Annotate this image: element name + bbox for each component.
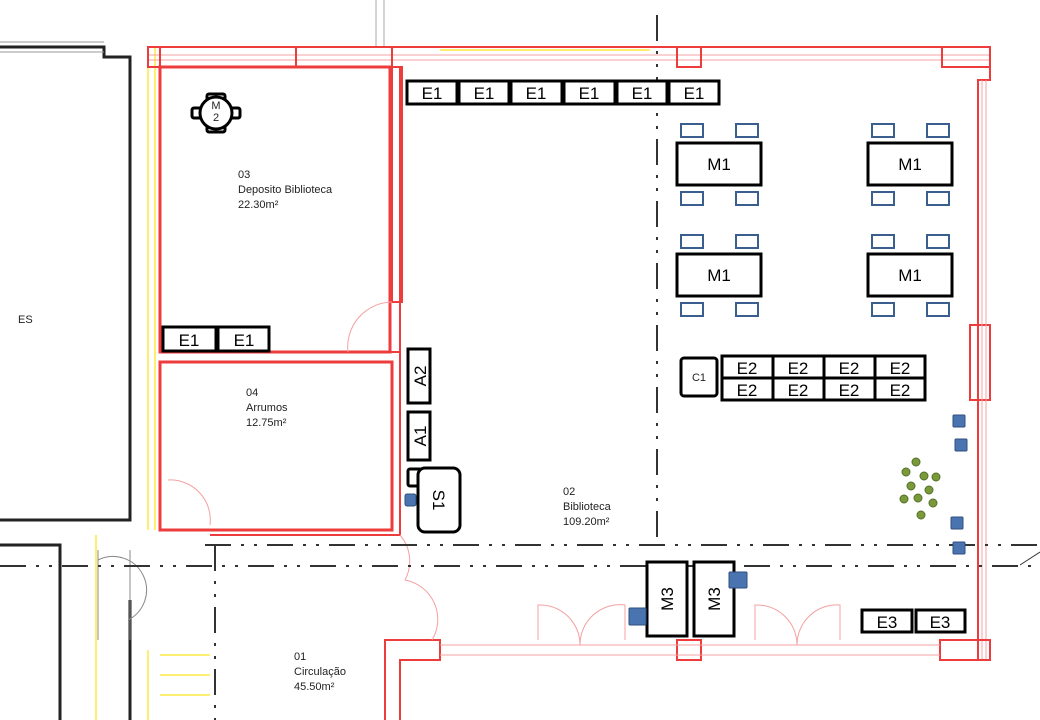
shelf-e1[interactable]: E1 xyxy=(667,79,721,106)
room-label-arrumos: 04 Arrumos 12.75m² xyxy=(246,387,288,429)
shelf-e1[interactable]: E1 xyxy=(216,325,271,353)
room-area: 22.30m² xyxy=(238,199,279,211)
sofa-label: S1 xyxy=(429,490,448,511)
shelf-e3[interactable]: E3 xyxy=(914,608,967,634)
equipment-square xyxy=(628,607,647,626)
table-m3[interactable]: M3 xyxy=(645,560,689,638)
room-name: Arrumos xyxy=(246,402,288,414)
shelf-e2[interactable]: E2 xyxy=(873,354,927,380)
room-number: 02 xyxy=(563,486,575,498)
shelves-e1-top: E1 E1 E1 E1 E1 E1 xyxy=(405,79,721,106)
shelf-label: E2 xyxy=(737,381,758,400)
room-number: 01 xyxy=(294,651,306,663)
shelf-e1[interactable]: E1 xyxy=(509,79,564,106)
yellow-guides xyxy=(95,47,650,720)
shelf-e3[interactable]: E3 xyxy=(860,608,914,634)
shelf-label: E2 xyxy=(890,359,911,378)
shelf-label: E2 xyxy=(788,381,809,400)
room-area: 45.50m² xyxy=(294,681,335,693)
table-label: M1 xyxy=(707,155,731,174)
table-group-m1[interactable]: M1 xyxy=(866,123,954,206)
table-group-m1[interactable]: M1 xyxy=(675,234,763,317)
cabinet-a1[interactable]: A1 xyxy=(406,410,432,462)
shelf-label: E1 xyxy=(234,331,255,350)
round-table-m2[interactable]: M 2 xyxy=(190,92,242,134)
room-area: 12.75m² xyxy=(246,417,287,429)
counter-label: C1 xyxy=(692,372,706,384)
room-number: 04 xyxy=(246,387,258,399)
equipment-square xyxy=(404,493,417,507)
shelves-e2: E2 E2 E2 E2 E2 E2 E2 E2 xyxy=(720,354,927,402)
shelf-label: E1 xyxy=(684,84,705,103)
shelf-e2[interactable]: E2 xyxy=(873,376,927,402)
table-label: M1 xyxy=(898,266,922,285)
shelf-label: E3 xyxy=(930,613,951,632)
table-m3[interactable]: M3 xyxy=(692,560,736,638)
room-name: Biblioteca xyxy=(563,501,612,513)
interior-walls xyxy=(97,65,1040,646)
shelf-e2[interactable]: E2 xyxy=(822,354,877,380)
shelf-label: E1 xyxy=(474,84,495,103)
table-label: M xyxy=(211,100,220,112)
cabinet-label: A1 xyxy=(411,426,430,447)
shelf-label: E2 xyxy=(890,381,911,400)
shelf-label: E1 xyxy=(526,84,547,103)
shelf-e1[interactable]: E1 xyxy=(405,79,459,106)
table-group-m1[interactable]: M1 xyxy=(675,123,763,206)
table-label: M1 xyxy=(707,266,731,285)
room-label-biblioteca: 02 Biblioteca 109.20m² xyxy=(563,486,612,528)
shelf-e1[interactable]: E1 xyxy=(615,79,669,106)
room-name: Circulação xyxy=(294,666,346,678)
wall-equipment xyxy=(950,414,968,555)
room-label-circulacao: 01 Circulação 45.50m² xyxy=(294,651,346,693)
shelf-label: E1 xyxy=(179,331,200,350)
shelf-e2[interactable]: E2 xyxy=(720,354,775,380)
table-label: M3 xyxy=(705,587,724,611)
shelf-e2[interactable]: E2 xyxy=(771,376,826,402)
shelf-label: E1 xyxy=(579,84,600,103)
shelf-e1[interactable]: E1 xyxy=(161,325,218,353)
shelf-e1[interactable]: E1 xyxy=(457,79,511,106)
adjacent-building-walls xyxy=(0,0,385,720)
plant-icon xyxy=(899,457,941,520)
room-label-deposito: 03 Deposito Biblioteca 22.30m² xyxy=(238,169,333,211)
shelf-e2[interactable]: E2 xyxy=(720,376,775,402)
shelf-label: E2 xyxy=(839,381,860,400)
shelf-label: E2 xyxy=(839,359,860,378)
sofa-s1[interactable]: S1 xyxy=(416,466,462,534)
table-label: M1 xyxy=(898,155,922,174)
room-area: 109.20m² xyxy=(563,516,610,528)
table-group-m1[interactable]: M1 xyxy=(866,234,954,317)
room-number: 03 xyxy=(238,169,250,181)
room-name: Deposito Biblioteca xyxy=(238,184,333,196)
edge-label: ES xyxy=(18,314,33,326)
shelf-label: E2 xyxy=(737,359,758,378)
shelf-label: E1 xyxy=(632,84,653,103)
cabinet-a2[interactable]: A2 xyxy=(406,347,432,405)
shelf-e2[interactable]: E2 xyxy=(822,376,877,402)
shelf-e2[interactable]: E2 xyxy=(771,354,826,380)
shelf-e1[interactable]: E1 xyxy=(562,79,617,106)
cabinet-label: A2 xyxy=(411,366,430,387)
counter-c1[interactable]: C1 xyxy=(679,356,719,398)
shelf-label: E1 xyxy=(422,84,443,103)
shelves-e1-deposit: E1 E1 xyxy=(161,325,271,353)
table-label: M3 xyxy=(658,587,677,611)
shelf-label: E2 xyxy=(788,359,809,378)
table-label: 2 xyxy=(213,112,219,124)
equipment-square xyxy=(728,571,748,589)
shelf-label: E3 xyxy=(877,613,898,632)
